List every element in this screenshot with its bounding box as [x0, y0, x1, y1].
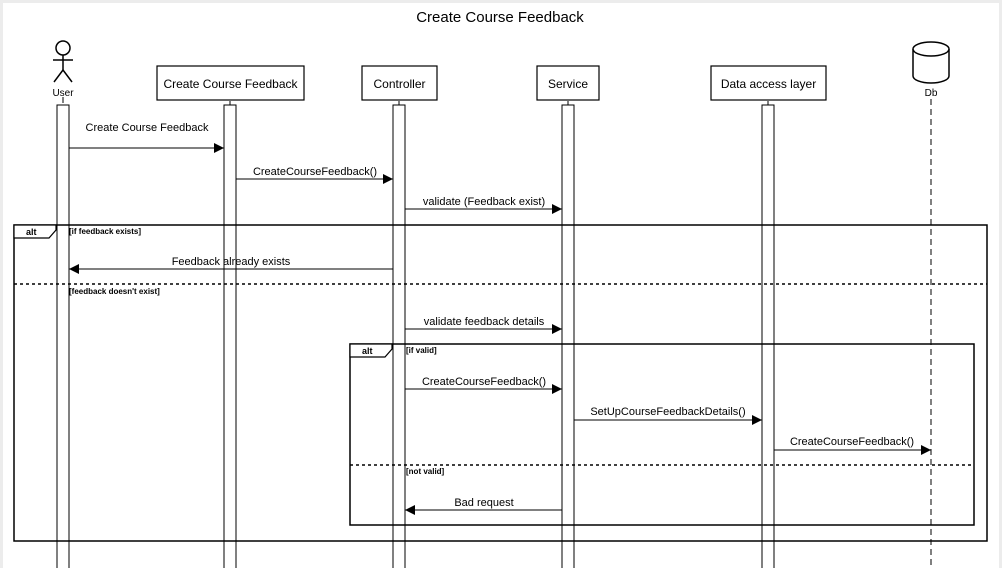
database-icon	[912, 41, 950, 84]
alt-fragment-inner: alt [if valid] [not valid]	[349, 343, 975, 526]
activation-user	[56, 104, 70, 568]
message-3-label: validate (Feedback exist)	[423, 196, 545, 208]
user-actor-icon	[53, 40, 73, 83]
alt-inner-operator: alt	[362, 346, 373, 356]
activation-ui	[223, 104, 237, 568]
alt-outer-operator: alt	[26, 227, 37, 237]
participant-user-label: User	[52, 88, 74, 99]
alt-outer-guard-2: [feedback doesn't exist]	[69, 287, 160, 296]
message-labels: Create Course Feedback CreateCourseFeedb…	[86, 122, 915, 509]
alt-outer-guard-1: [if feedback exists]	[69, 227, 141, 236]
participant-db-label: Db	[925, 88, 938, 99]
diagram-title: Create Course Feedback	[416, 9, 584, 26]
message-9-label: Bad request	[454, 497, 513, 509]
alt-inner-guard-2: [not valid]	[406, 467, 445, 476]
message-6-label: CreateCourseFeedback()	[422, 376, 546, 388]
activation-controller	[392, 104, 406, 568]
activation-dal	[761, 104, 775, 568]
participant-service-label: Service	[548, 77, 588, 91]
participant-ui: Create Course Feedback	[156, 65, 305, 101]
alt-fragment-outer: alt [if feedback exists] [feedback doesn…	[13, 224, 988, 542]
participant-controller-label: Controller	[373, 77, 425, 91]
participant-controller: Controller	[361, 65, 438, 101]
activation-bars	[56, 104, 775, 568]
participant-dal-label: Data access layer	[721, 77, 816, 91]
message-7-label: SetUpCourseFeedbackDetails()	[590, 406, 745, 418]
message-5-label: validate feedback details	[424, 316, 545, 328]
message-2-label: CreateCourseFeedback()	[253, 166, 377, 178]
participant-dal: Data access layer	[710, 65, 827, 101]
message-1-label: Create Course Feedback	[86, 122, 209, 134]
participant-ui-label: Create Course Feedback	[163, 77, 298, 91]
activation-service	[561, 104, 575, 568]
message-4-label: Feedback already exists	[172, 256, 291, 268]
alt-inner-guard-1: [if valid]	[406, 346, 437, 355]
participant-service: Service	[536, 65, 600, 101]
message-8-label: CreateCourseFeedback()	[790, 436, 914, 448]
messages	[69, 143, 931, 515]
